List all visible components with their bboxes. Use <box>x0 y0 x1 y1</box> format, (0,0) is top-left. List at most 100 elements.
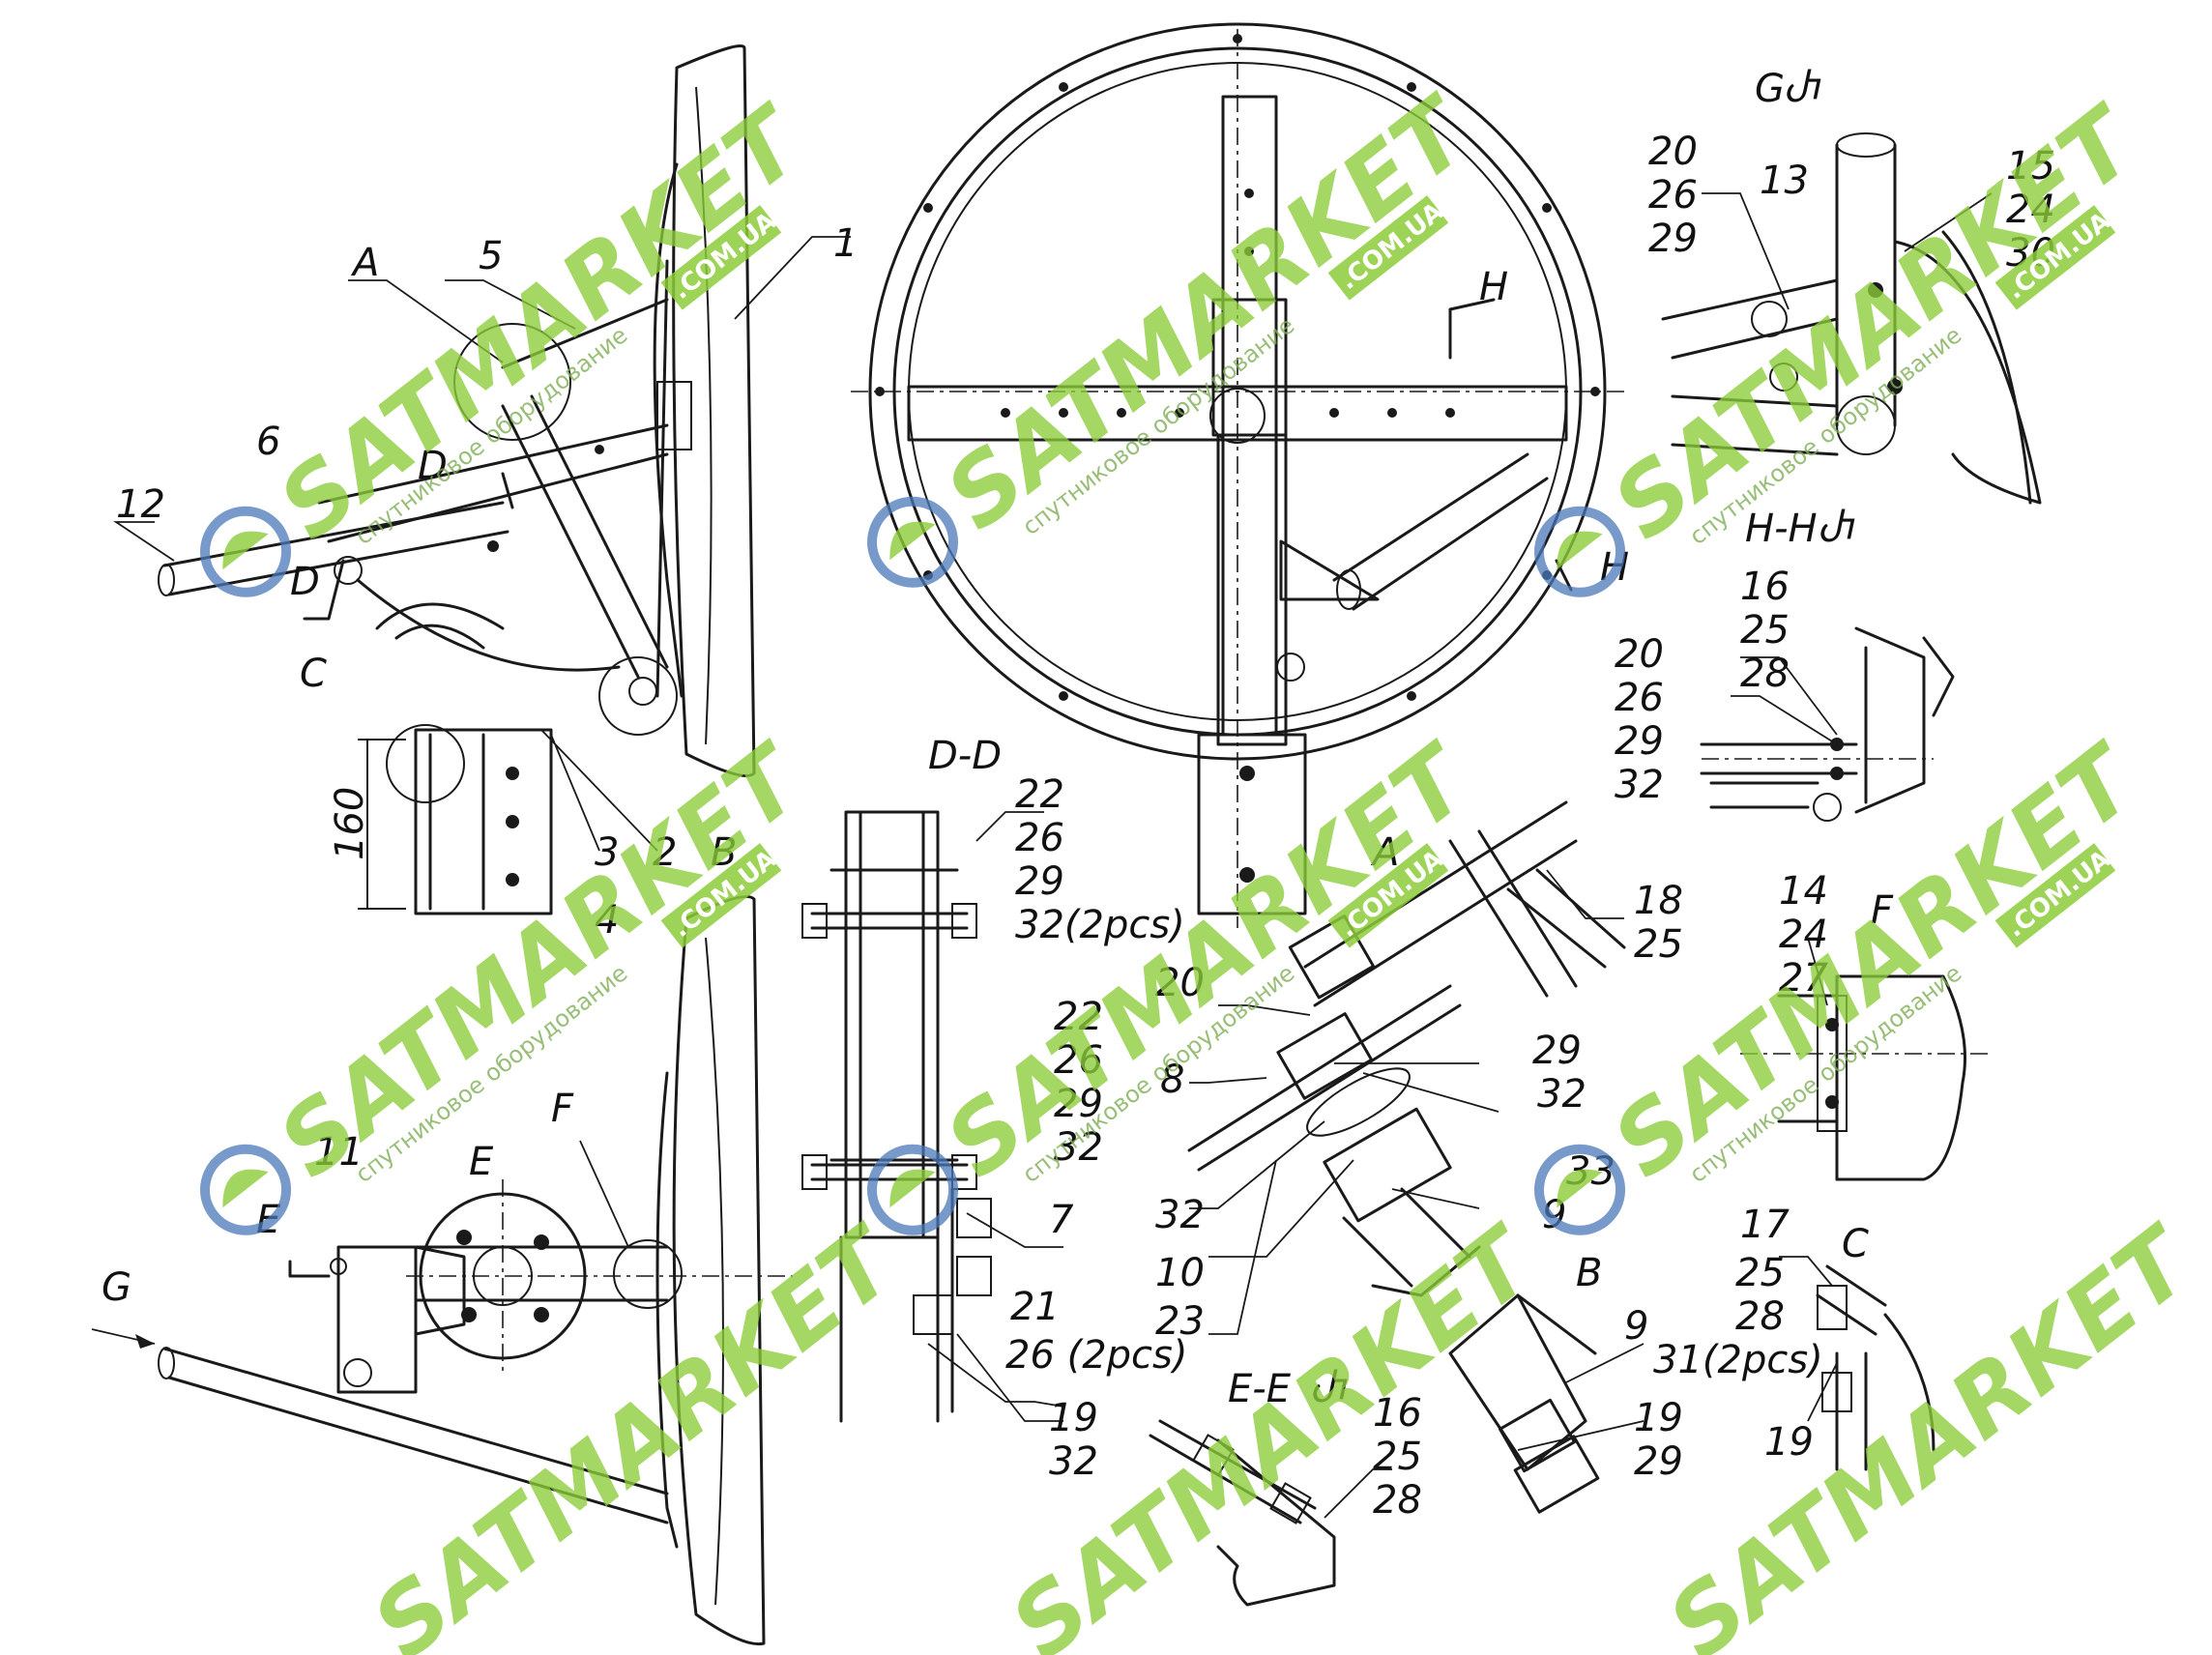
label-p25-a: 25 <box>1634 922 1683 967</box>
label-mark-a2: A <box>1370 830 1399 875</box>
label-p26-d: 26 <box>1615 676 1664 720</box>
section-dd <box>801 810 992 1423</box>
label-p20-a: 20 <box>1155 961 1205 1005</box>
label-p25-c: 25 <box>1740 608 1790 653</box>
label-p28-c: 28 <box>1735 1294 1785 1339</box>
label-p27: 27 <box>1779 956 1828 1001</box>
label-p26-b: 26 <box>1054 1038 1103 1083</box>
label-p19-a: 19 <box>1049 1396 1098 1440</box>
label-rot-g: Ⴐ <box>1784 67 1821 111</box>
label-p22-b: 22 <box>1054 995 1103 1039</box>
label-mark-d1: D <box>418 444 448 488</box>
watermark-1: SATMARKET спутниковое оборудование .COM.… <box>200 85 826 597</box>
watermark-brand: SATMARKET <box>926 75 1492 551</box>
label-mark-d2: D <box>290 560 320 604</box>
label-p9-b: 9 <box>1624 1304 1648 1349</box>
label-p18: 18 <box>1634 879 1683 923</box>
label-p20-b: 20 <box>1648 130 1698 174</box>
side-view-top <box>158 44 756 777</box>
label-p13: 13 <box>1760 159 1809 203</box>
label-p29-c: 29 <box>1532 1029 1582 1073</box>
watermark-7: SATMARKET <box>353 1205 918 1655</box>
label-p2: 2 <box>653 830 677 875</box>
label-dimension-160: 160 <box>328 787 372 860</box>
label-mark-g1: G <box>102 1265 131 1310</box>
label-p15: 15 <box>2006 144 2055 189</box>
label-p11: 11 <box>314 1130 364 1175</box>
satellite-logo-icon <box>200 506 292 597</box>
label-p29-f: 29 <box>1615 719 1664 764</box>
label-p17: 17 <box>1740 1203 1790 1247</box>
label-mark-a: A <box>350 241 379 285</box>
label-p29-e: 29 <box>1648 217 1698 261</box>
watermark-brand: SATMARKET <box>926 723 1492 1199</box>
label-p29-a: 29 <box>1015 859 1064 904</box>
label-p23: 23 <box>1155 1299 1205 1344</box>
label-view-c: C <box>1842 1222 1869 1266</box>
label-view-f: F <box>1871 888 1894 933</box>
watermark-brand: SATMARKET <box>1648 1205 2212 1655</box>
labels: 1 5 A 6 D 12 D C 160 3 2 B 4 F 11 E E G … <box>102 67 2055 1523</box>
satellite-logo-icon <box>867 1144 959 1235</box>
label-p32-c: 32 <box>1049 1439 1098 1484</box>
label-p3: 3 <box>595 830 619 875</box>
label-section-dd: D-D <box>928 734 1002 778</box>
label-mark-h1: H <box>1479 265 1508 309</box>
label-mark-e1: E <box>469 1140 494 1184</box>
satellite-logo-icon <box>867 496 959 588</box>
section-ee <box>1149 1419 1336 1607</box>
label-p21: 21 <box>1010 1285 1060 1329</box>
label-p32-d: 32 <box>1537 1072 1586 1117</box>
label-p26-2pcs: 26 (2pcs) <box>1005 1333 1188 1378</box>
label-mark-b2: B <box>1576 1251 1602 1295</box>
label-p5: 5 <box>479 234 503 278</box>
label-p12: 12 <box>116 482 165 527</box>
label-p24-b: 24 <box>1779 913 1828 957</box>
label-p19-b: 19 <box>1634 1396 1683 1440</box>
side-view-bottom <box>91 895 793 1646</box>
label-section-hh: H-H <box>1745 507 1818 551</box>
label-p29-b: 29 <box>1054 1082 1103 1126</box>
label-p22-a: 22 <box>1015 772 1064 817</box>
satellite-logo-icon <box>200 1144 292 1235</box>
label-p24-a: 24 <box>2006 188 2055 232</box>
label-p32-2pcs: 32(2pcs) <box>1015 903 1185 947</box>
label-p25-d: 25 <box>1735 1251 1785 1295</box>
label-p20-c: 20 <box>1615 632 1664 677</box>
watermark-brand: SATMARKET <box>353 1205 918 1655</box>
label-mark-f1: F <box>551 1087 574 1131</box>
leaders <box>113 192 1993 1519</box>
label-p31-2pcs: 31(2pcs) <box>1653 1338 1823 1382</box>
label-p28-b: 28 <box>1740 652 1790 696</box>
label-p32-b: 32 <box>1054 1125 1103 1170</box>
watermark-9: SATMARKET <box>1648 1205 2212 1655</box>
satellite-logo-icon <box>1534 506 1626 597</box>
label-p25-b: 25 <box>1373 1435 1422 1479</box>
label-rot-hh: Ⴐ <box>1818 507 1855 551</box>
view-f <box>1740 974 1992 1181</box>
label-p8: 8 <box>1160 1058 1184 1102</box>
label-p6: 6 <box>256 420 280 464</box>
detail-c-bracket <box>358 724 658 915</box>
label-p16-b: 16 <box>1373 1391 1422 1436</box>
label-p32-e: 32 <box>1155 1193 1205 1237</box>
label-p29-d: 29 <box>1634 1439 1683 1484</box>
detail-b <box>1448 1293 1600 1514</box>
view-g <box>1661 132 2042 505</box>
label-p10: 10 <box>1155 1251 1205 1295</box>
label-p28-a: 28 <box>1373 1478 1422 1523</box>
label-p14: 14 <box>1779 869 1828 914</box>
label-p19-c: 19 <box>1764 1420 1814 1465</box>
label-p26-c: 26 <box>1648 173 1698 218</box>
front-view <box>851 22 1624 928</box>
watermark-brand: SATMARKET <box>259 85 825 561</box>
label-p32-f: 32 <box>1615 763 1664 807</box>
satellite-logo-icon <box>1534 1144 1626 1235</box>
label-section-ee: E-E <box>1228 1367 1292 1411</box>
label-rot-ee: Ⴐ <box>1310 1367 1348 1411</box>
label-p26-a: 26 <box>1015 816 1064 860</box>
watermarks: SATMARKET спутниковое оборудование .COM.… <box>200 75 2212 1655</box>
label-p16-a: 16 <box>1740 565 1790 609</box>
label-p7: 7 <box>1049 1198 1074 1242</box>
